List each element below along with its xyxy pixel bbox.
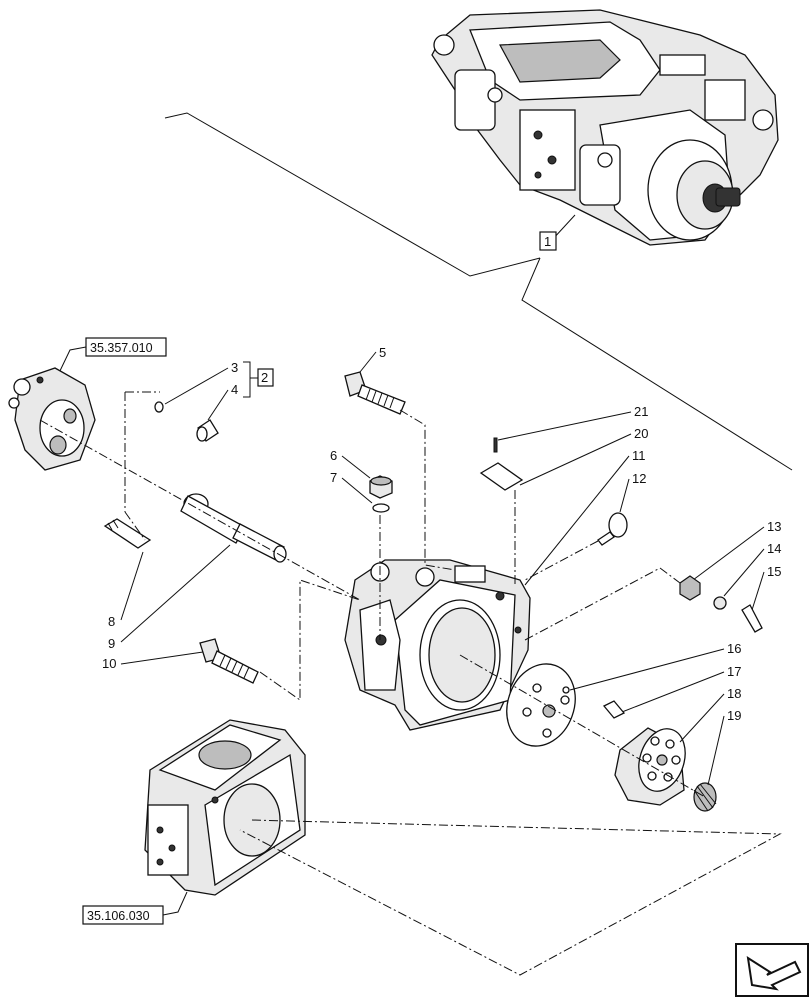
part-number-15: 15: [767, 564, 781, 579]
part-number-11: 11: [632, 448, 646, 463]
part-number-14: 14: [767, 541, 781, 556]
part-number-6: 6: [330, 448, 337, 463]
callout-1-label: 1: [544, 234, 551, 249]
center-housing-part: [344, 559, 531, 731]
reference-35-357-010[interactable]: 35.357.010: [57, 337, 167, 376]
part-4-pin: [196, 419, 219, 442]
part-9-shaft: [180, 493, 287, 563]
part-number-3: 3: [231, 360, 238, 375]
part-19-gear: [693, 782, 717, 812]
reference-top-label: 35.357.010: [90, 341, 153, 355]
part-10-bolt: [199, 638, 259, 684]
part-13-nut: [679, 575, 701, 601]
part-16-valve-plate: [506, 663, 576, 747]
part-8-shaft: [103, 518, 152, 549]
part-number-13: 13: [767, 519, 781, 534]
part-number-12: 12: [632, 471, 646, 486]
part-number-21: 21: [634, 404, 648, 419]
part-6-plug: [369, 475, 393, 499]
callout-2-label: 2: [261, 370, 268, 385]
reference-bottom-label: 35.106.030: [87, 909, 150, 923]
part-21-pin: [493, 437, 498, 453]
bottom-housing-part: [144, 719, 306, 896]
assembly-axis-lines: [39, 391, 782, 976]
part-number-10: 10: [102, 656, 116, 671]
part-3-snap-ring: [154, 401, 164, 413]
part-number-4: 4: [231, 382, 238, 397]
part-number-19: 19: [727, 708, 741, 723]
part-number-18: 18: [727, 686, 741, 701]
part-14-washer: [713, 596, 727, 610]
part-7-o-ring: [372, 503, 390, 513]
part-number-20: 20: [634, 426, 648, 441]
part-18-cylinder-block: [614, 727, 686, 806]
part-number-7: 7: [330, 470, 337, 485]
part-number-5: 5: [379, 345, 386, 360]
part-number-16: 16: [727, 641, 741, 656]
part-20-plate: [479, 462, 524, 491]
arrow-next-page-icon[interactable]: [735, 943, 809, 997]
callout-1: 1: [539, 231, 557, 251]
kit-bracket-3-4: 2: [243, 361, 274, 398]
part-15-stud: [741, 604, 763, 633]
part-5-bolt: [344, 371, 406, 415]
pump-assembly-drawing: [431, 9, 779, 246]
reference-35-106-030[interactable]: 35.106.030: [82, 891, 188, 925]
part-17-pin: [602, 700, 626, 719]
gear-pump-part: [8, 367, 96, 471]
part-number-8: 8: [108, 614, 115, 629]
part-number-9: 9: [108, 636, 115, 651]
part-number-17: 17: [727, 664, 741, 679]
part-12-eye-bolt: [597, 512, 628, 546]
